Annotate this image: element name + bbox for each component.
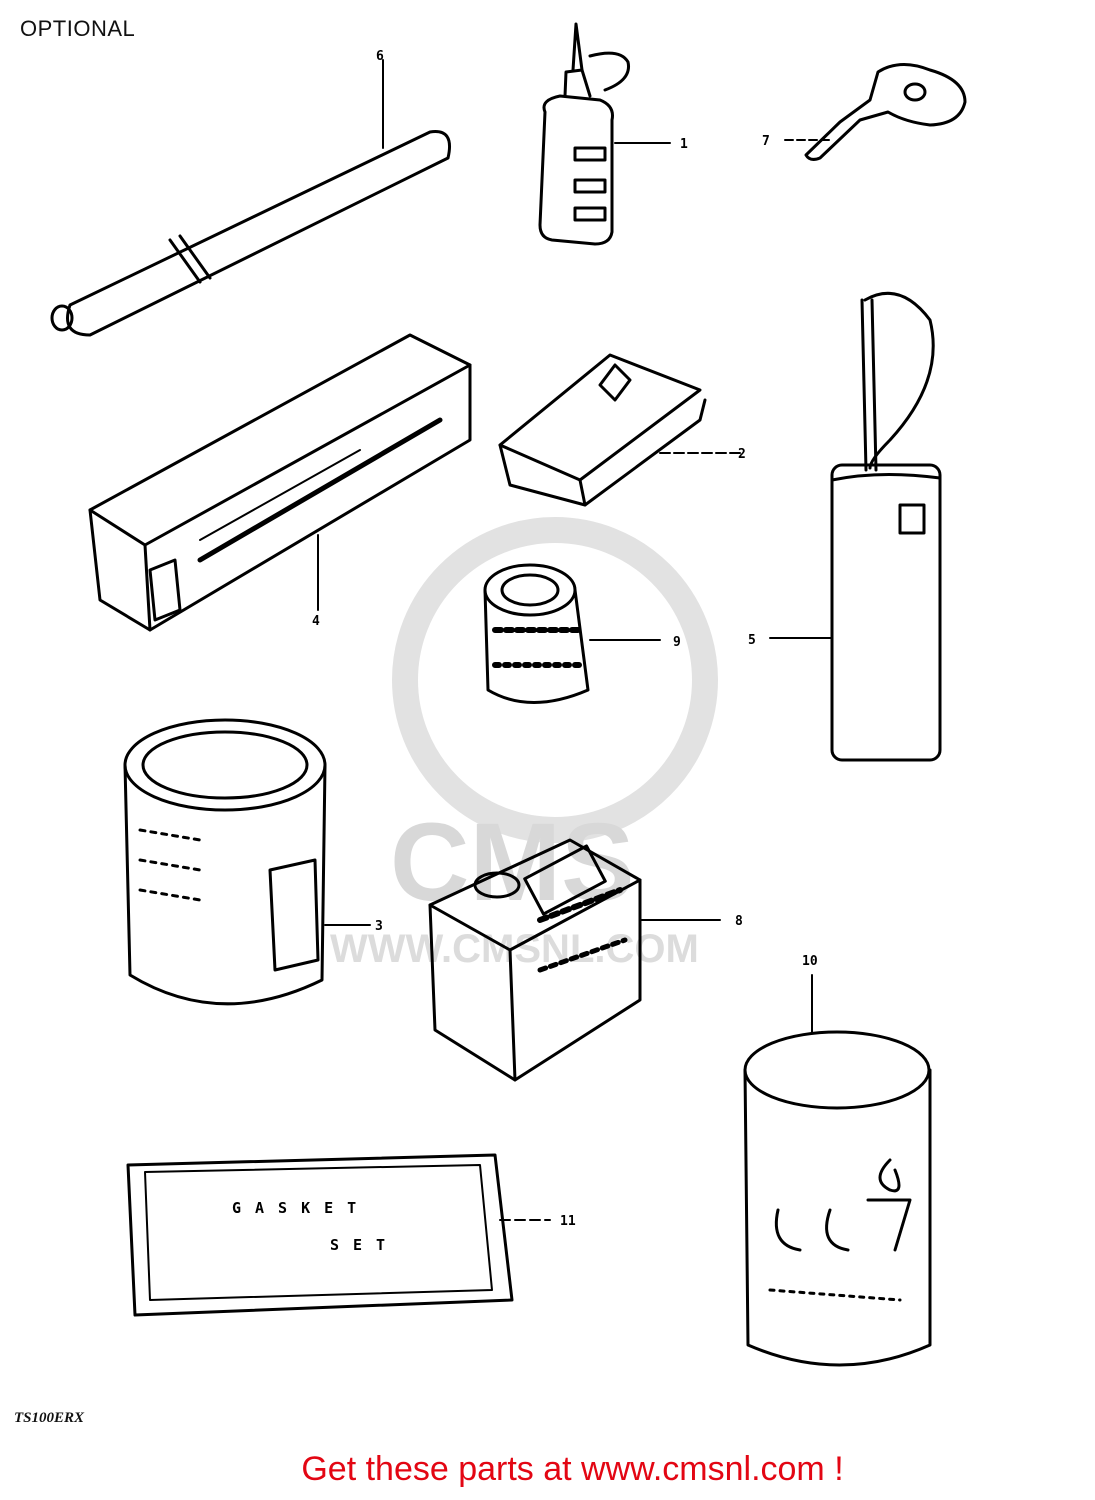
callout-8[interactable]: 8 (735, 914, 743, 929)
callout-3[interactable]: 3 (375, 919, 383, 934)
oil-can-drawing (743, 974, 932, 1367)
small-case-drawing (498, 353, 741, 507)
callout-11[interactable]: 11 (560, 1214, 576, 1229)
gasket-label-line1: GASKET (232, 1199, 370, 1217)
tire-pump-drawing (50, 59, 451, 337)
callout-1[interactable]: 1 (680, 137, 688, 152)
callout-5[interactable]: 5 (748, 633, 756, 648)
watermark-logo: CMS (390, 801, 634, 924)
watermark: CMS WWW.CMSNL.COM (330, 517, 718, 971)
gasket-label-line2: SET (330, 1236, 399, 1254)
key-drawing (784, 63, 967, 161)
callout-10[interactable]: 10 (802, 954, 818, 969)
callout-9[interactable]: 9 (673, 635, 681, 650)
oil-tin-drawing (428, 838, 721, 1082)
spray-can-drawing (769, 291, 942, 762)
callout-6[interactable]: 6 (376, 49, 384, 64)
small-can-drawing (483, 563, 661, 704)
page-title: OPTIONAL (20, 16, 136, 41)
oil-bottle-drawing (538, 22, 671, 246)
parts-diagram: CMS WWW.CMSNL.COM (50, 22, 967, 1367)
gasket-envelope-drawing (126, 1153, 551, 1317)
model-code: TS100ERX (14, 1410, 85, 1426)
callout-2[interactable]: 2 (738, 447, 746, 462)
callout-7[interactable]: 7 (762, 134, 770, 149)
bond-box-drawing (88, 333, 472, 632)
callout-4[interactable]: 4 (312, 614, 320, 629)
paint-can-drawing (123, 718, 371, 1006)
footer-link[interactable]: Get these parts at www.cmsnl.com ! (301, 1450, 844, 1488)
